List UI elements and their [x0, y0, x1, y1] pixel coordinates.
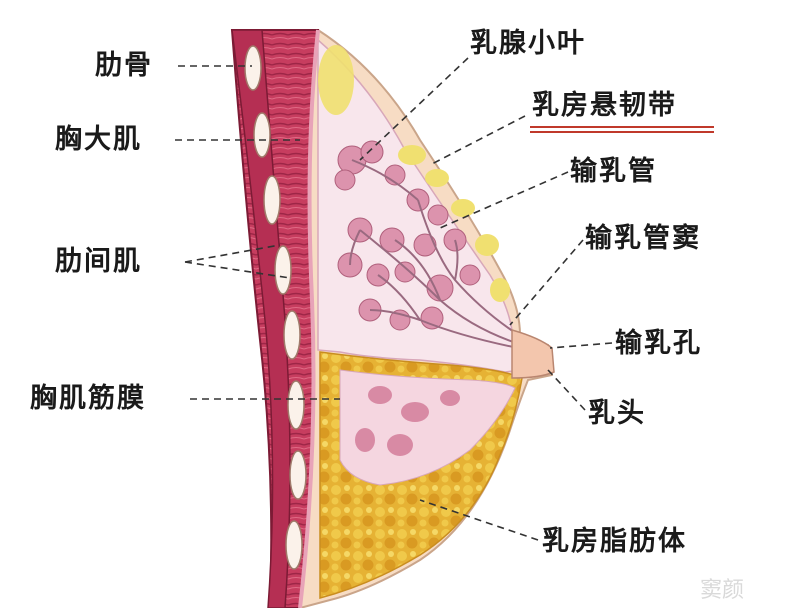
rib-cross-sections — [244, 45, 307, 570]
label-rib: 肋骨 — [95, 50, 153, 81]
label-duct: 输乳管 — [570, 156, 657, 187]
label-intercostal: 肋间肌 — [55, 246, 142, 277]
watermark: 窦颜 — [700, 578, 745, 603]
label-lobule: 乳腺小叶 — [470, 28, 586, 59]
label-fat-body: 乳房脂肪体 — [542, 526, 687, 557]
label-duct-orifice: 输乳孔 — [615, 328, 702, 359]
label-duct-sinus: 输乳管窦 — [585, 223, 701, 254]
label-nipple: 乳头 — [588, 398, 646, 429]
label-suspensory-ligament: 乳房悬韧带 — [532, 90, 677, 121]
label-pectoralis-major: 胸大肌 — [55, 124, 142, 155]
nipple-shape — [511, 329, 555, 379]
lobule-cluster — [334, 140, 481, 331]
label-pectoral-fascia: 胸肌筋膜 — [30, 383, 146, 414]
